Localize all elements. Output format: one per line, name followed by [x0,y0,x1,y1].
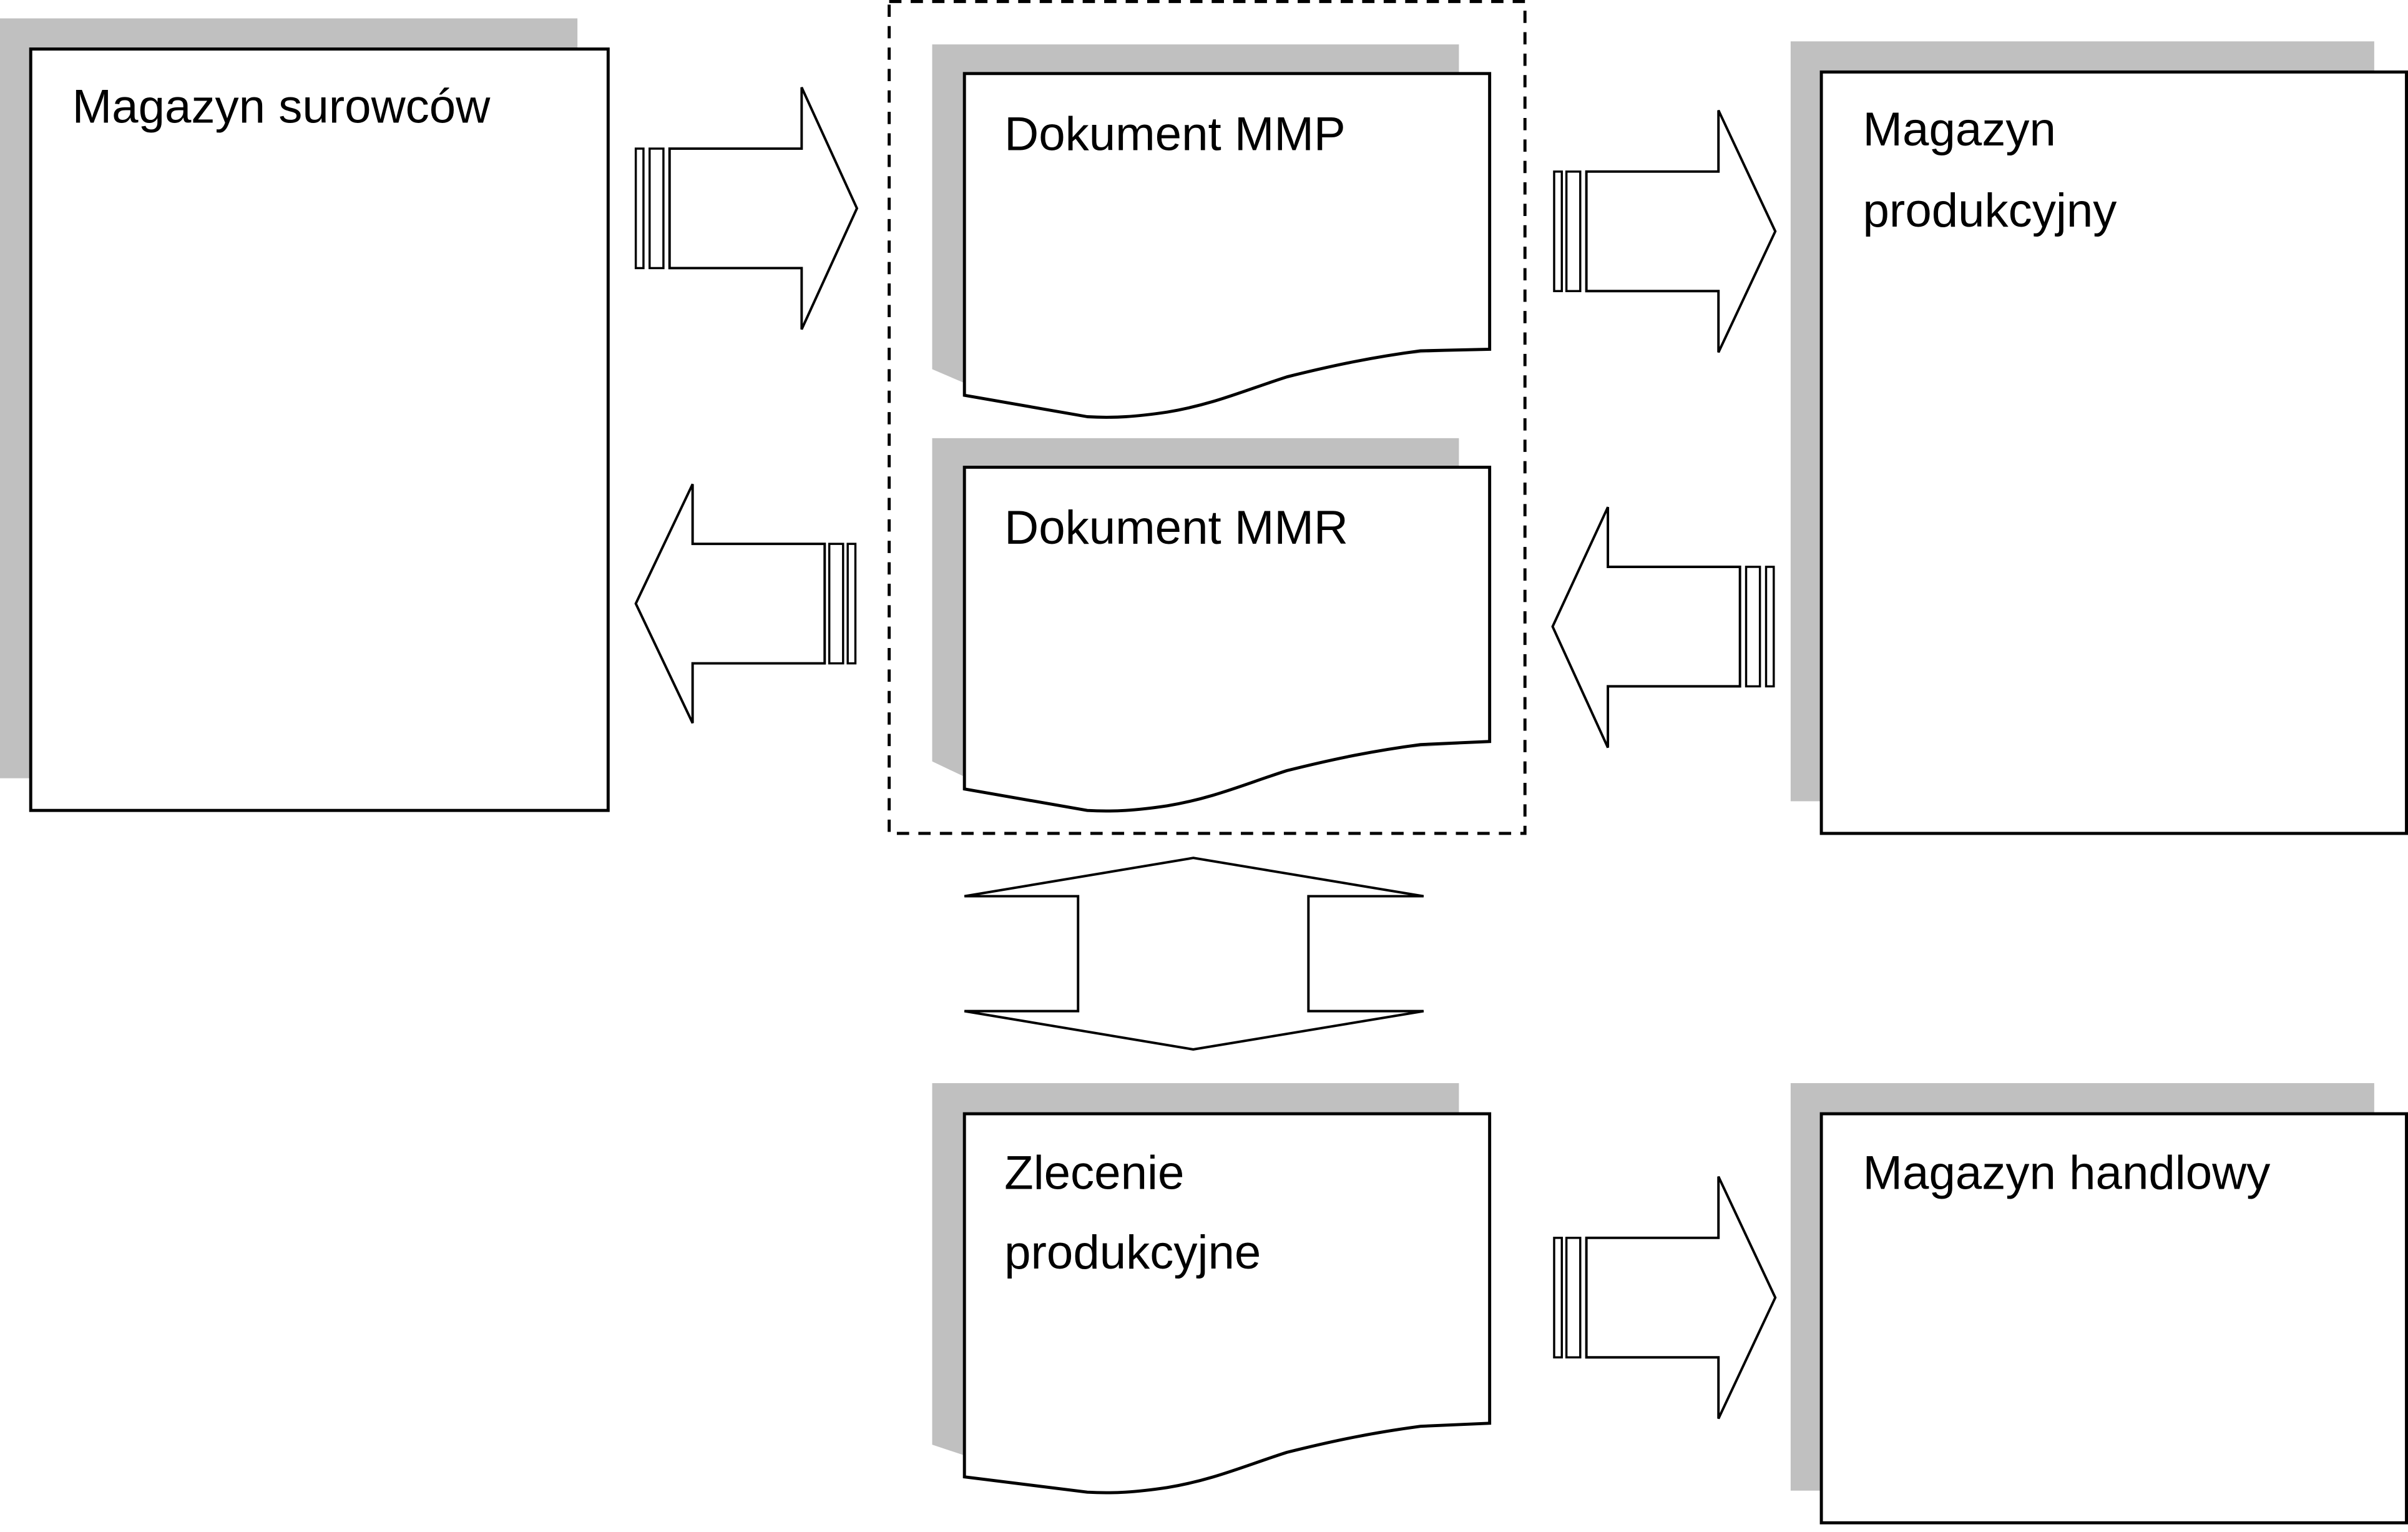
arrow-tail-stripe [1764,566,1775,688]
left-arrow-icon [1551,506,1741,749]
node-label: Dokument MMP [1004,108,1346,161]
node-dokument-mmr[interactable]: Dokument MMR [932,438,1492,813]
arrow-tail-stripe [828,543,844,665]
node-label: Dokument MMR [1004,501,1348,554]
document-shape [962,466,1492,813]
left-arrow-icon [634,483,826,724]
arrow-tail-stripe [1745,566,1761,688]
node-label: Magazyn [1863,103,2056,156]
node-dokument-mmp[interactable]: Dokument MMP [932,44,1492,419]
arrow-tail-stripe [648,147,665,270]
node-label: produkcyjne [1004,1226,1261,1279]
arrow-tail-stripe [1553,1237,1564,1358]
node-label: Magazyn surowców [72,80,491,133]
storage-box [1819,1112,2408,1525]
arrow-mmp-to-produkcyjny[interactable] [1553,109,1777,353]
double-vertical-arrow-icon [964,857,1424,1051]
node-label: Magazyn handlowy [1863,1146,2271,1199]
mm-documents-group-frame [888,0,1527,835]
storage-box [1819,70,2408,835]
right-arrow-icon [1585,1176,1777,1420]
document-shape [962,72,1492,419]
arrow-tail-stripe [1565,1237,1582,1358]
node-magazyn-produkcyjny[interactable]: Magazyn produkcyjny [1790,41,2408,835]
right-arrow-icon [668,87,859,330]
node-label: Zlecenie [1004,1146,1184,1199]
node-label: produkcyjny [1863,184,2117,237]
document-shape [962,1112,1492,1495]
arrow-tail-stripe [1565,170,1582,292]
storage-box [29,47,610,812]
node-zlecenie-produkcyjne[interactable]: Zlecenie produkcyjne [932,1083,1492,1495]
arrow-zlecenie-to-handlowy[interactable] [1553,1176,1777,1420]
arrow-tail-stripe [1553,170,1564,292]
arrow-surowcow-to-mmp[interactable] [634,87,859,330]
arrow-tail-stripe [846,543,857,665]
arrow-mm-zlecenie-bidirectional[interactable] [964,857,1424,1051]
node-magazyn-surowcow[interactable]: Magazyn surowców [0,18,610,812]
arrow-produkcyjny-to-mmr[interactable] [1551,506,1775,749]
node-magazyn-handlowy[interactable]: Magazyn handlowy [1790,1083,2408,1525]
arrow-tail-stripe [634,147,645,270]
right-arrow-icon [1585,109,1777,353]
arrow-mmr-to-surowcow[interactable] [634,483,857,724]
